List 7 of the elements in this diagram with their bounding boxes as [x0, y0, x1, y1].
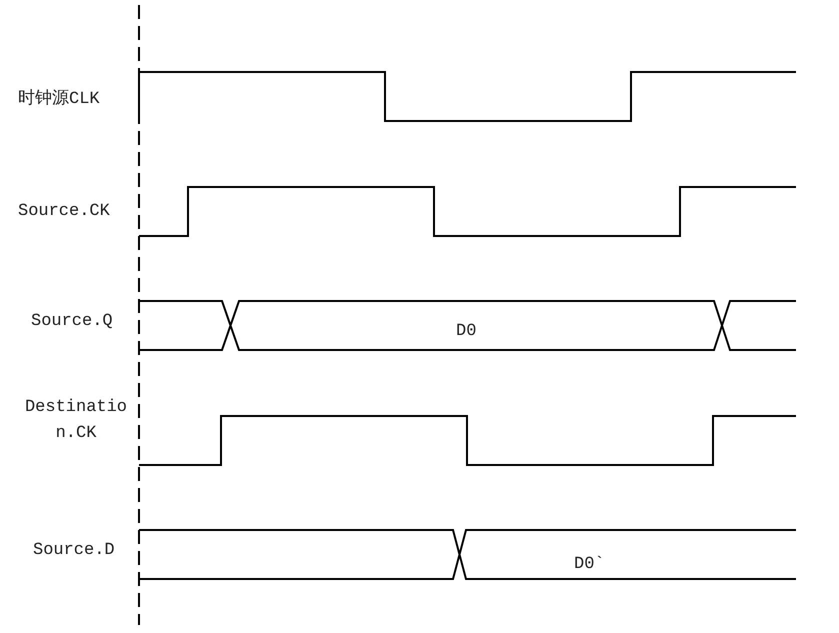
- signal-name: Source.D: [33, 540, 115, 562]
- signal-name: Source.CK: [18, 201, 110, 223]
- signal-name: 时钟源CLK: [18, 88, 100, 111]
- data-value: D0`: [574, 554, 605, 576]
- data-value: D0: [456, 321, 476, 343]
- signal-name: Destination.CK: [24, 397, 128, 445]
- signal-name: Source.Q: [31, 311, 113, 333]
